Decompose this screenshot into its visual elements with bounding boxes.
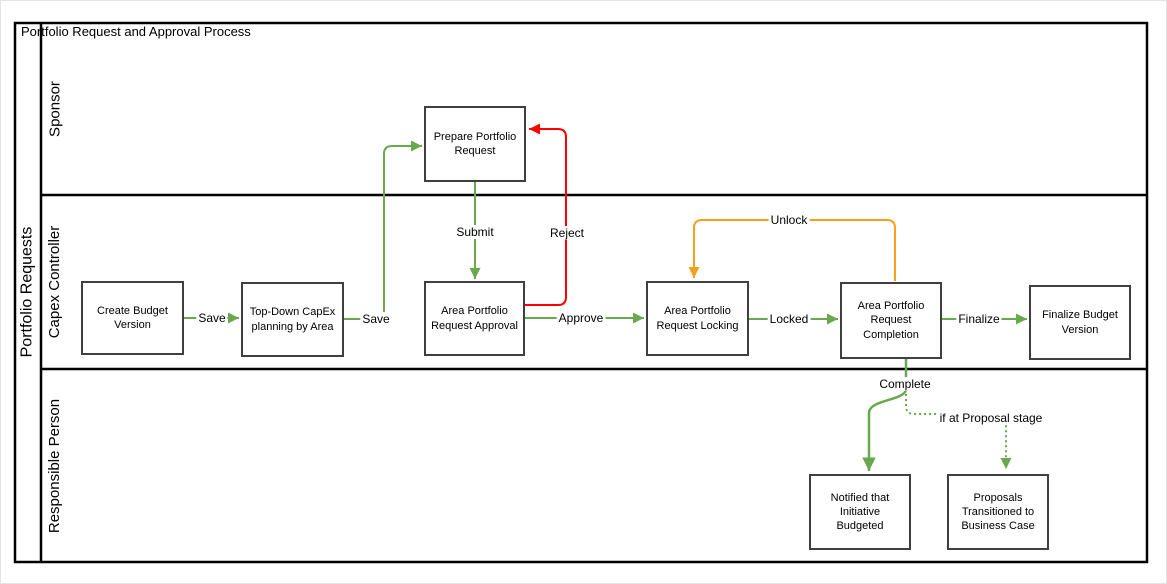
edge-unlock xyxy=(688,219,896,281)
node-finalize-budget-version: Finalize Budget Version xyxy=(1029,285,1131,360)
edge-complete xyxy=(862,359,908,471)
edge-label-locked: Locked xyxy=(767,312,811,326)
node-top-down-capex-planning: Top-Down CapEx planning by Area xyxy=(241,282,344,357)
edge-reject xyxy=(525,123,567,306)
edge-save-topdown-to-prepare xyxy=(344,140,422,320)
edge-label-complete: Complete xyxy=(877,377,933,391)
node-prepare-portfolio-request: Prepare Portfolio Request xyxy=(424,106,526,182)
edge-label-submit: Submit xyxy=(454,225,496,239)
pool-border xyxy=(13,21,1149,564)
edge-label-save-2: Save xyxy=(360,312,392,326)
lane-label-capex-controller: Capex Controller xyxy=(46,225,63,339)
node-area-portfolio-request-approval: Area Portfolio Request Approval xyxy=(424,281,525,356)
node-area-portfolio-request-locking: Area Portfolio Request Locking xyxy=(646,281,749,356)
lane-label-responsible-person: Responsible Person xyxy=(46,398,63,534)
edge-label-unlock: Unlock xyxy=(768,213,810,227)
edge-label-if-at-proposal-stage: if at Proposal stage xyxy=(937,411,1045,425)
node-proposals-transitioned-to-business-case: Proposals Transitioned to Business Case xyxy=(947,474,1049,550)
lane-label-sponsor: Sponsor xyxy=(46,81,64,137)
node-area-portfolio-request-completion: Area Portfolio Request Completion xyxy=(840,282,942,359)
edge-label-save-1: Save xyxy=(196,311,228,325)
edge-label-reject: Reject xyxy=(547,226,587,240)
node-create-budget-version: Create Budget Version xyxy=(81,281,184,355)
pool-label-portfolio-requests: Portfolio Requests xyxy=(18,226,36,358)
edge-label-finalize: Finalize xyxy=(956,312,1002,326)
edge-label-approve: Approve xyxy=(556,311,606,325)
node-notified-that-initiative-budgeted: Notified that Initiative Budgeted xyxy=(809,474,911,550)
diagram-title: Portfolio Request and Approval Process xyxy=(21,24,251,39)
